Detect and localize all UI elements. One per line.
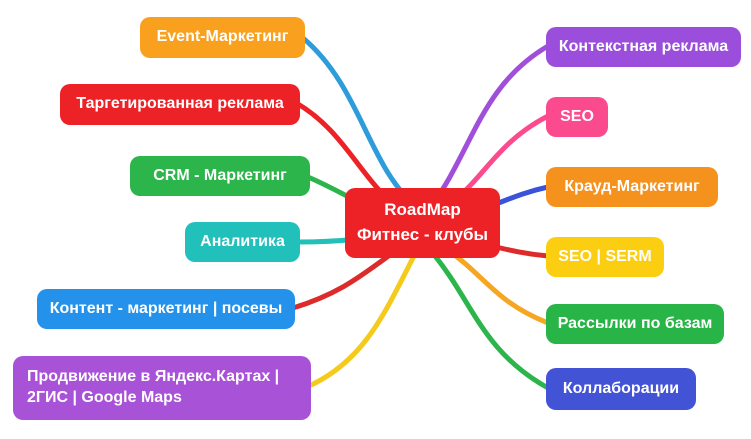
node-label: Аналитика (200, 232, 285, 250)
node-content-marketing[interactable]: Контент - маркетинг | посевы (37, 289, 295, 329)
node-crm-marketing[interactable]: CRM - Маркетинг (130, 156, 310, 196)
node-crowd-marketing[interactable]: Крауд-Маркетинг (546, 167, 718, 207)
node-label: CRM - Маркетинг (153, 166, 287, 184)
node-label: Рассылки по базам (557, 314, 713, 332)
node-analytics[interactable]: Аналитика (185, 222, 300, 262)
node-label: Коллаборации (562, 379, 680, 397)
node-collaborations[interactable]: Коллаборации (546, 368, 696, 410)
node-label: Контент - маркетинг | посевы (49, 299, 283, 317)
node-context-ads[interactable]: Контекстная реклама (546, 27, 741, 67)
node-label-line1: Продвижение в Яндекс.Картах | (27, 368, 280, 386)
node-seo[interactable]: SEO (546, 97, 608, 137)
center-title-line1: RoadMap (384, 200, 461, 220)
node-label: Таргетированная реклама (76, 95, 284, 113)
node-event-marketing[interactable]: Event-Маркетинг (140, 17, 305, 58)
edge-collaborations (427, 247, 551, 391)
node-label: Крауд-Маркетинг (564, 177, 700, 195)
node-maps-promo[interactable]: Продвижение в Яндекс.Картах | 2ГИС | Goo… (13, 356, 311, 420)
node-targeted-ads[interactable]: Таргетированная реклама (60, 84, 300, 125)
node-label: SEO (560, 107, 594, 125)
node-mailings[interactable]: Рассылки по базам (546, 304, 724, 344)
node-label: SEO | SERM (558, 247, 652, 265)
node-label: Контекстная реклама (558, 37, 729, 55)
node-label-line2: 2ГИС | Google Maps (27, 389, 182, 406)
center-title-line2: Фитнес - клубы (356, 225, 489, 244)
edge-maps-promo (306, 249, 419, 389)
node-center-roadmap[interactable]: RoadMap Фитнес - клубы (345, 188, 500, 258)
edge-context-ads (427, 43, 551, 211)
node-seo-serm[interactable]: SEO | SERM (546, 237, 664, 277)
node-label: Event-Маркетинг (156, 28, 289, 46)
